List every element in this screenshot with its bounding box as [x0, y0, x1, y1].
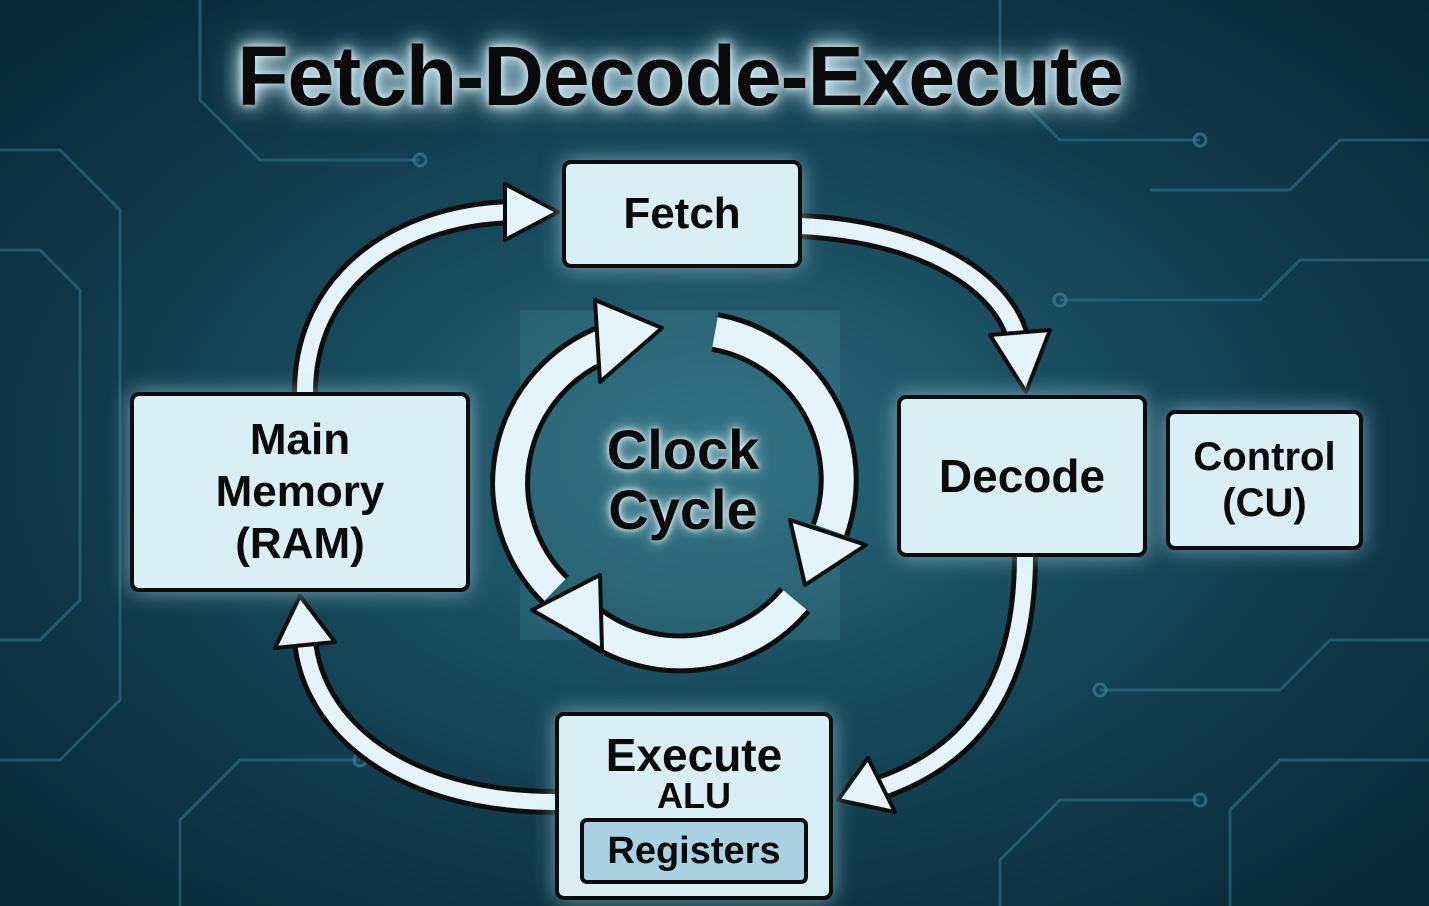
clock-arrowhead-bottom: [530, 573, 604, 652]
control-unit-box: Control (CU): [1166, 410, 1363, 550]
control-label-2: (CU): [1222, 481, 1307, 525]
decode-box: Decode: [897, 395, 1147, 557]
decode-label: Decode: [938, 450, 1106, 502]
clock-arrowhead-top: [593, 298, 664, 384]
clock-label-1: Clock: [606, 418, 760, 481]
memory-label-3: (RAM): [235, 519, 365, 568]
control-label-1: Control: [1193, 435, 1336, 479]
page-title: Fetch-Decode-Execute: [237, 29, 1124, 123]
fetch-label: Fetch: [623, 189, 741, 238]
registers-label: Registers: [607, 829, 781, 872]
arrowhead-to-execute: [836, 756, 897, 814]
alu-label: ALU: [657, 775, 731, 816]
main-memory-box: Main Memory (RAM): [130, 392, 470, 592]
execute-label: Execute: [605, 729, 783, 781]
clock-cycle-label: Clock Cycle: [583, 420, 783, 540]
arrowhead-to-fetch: [503, 182, 560, 242]
clock-label-2: Cycle: [608, 478, 758, 541]
arrowhead-to-memory: [273, 594, 337, 650]
arrowhead-to-decode: [988, 328, 1052, 394]
fetch-box: Fetch: [562, 160, 802, 268]
memory-label-1: Main: [249, 415, 351, 464]
execute-box: Execute ALU Registers: [555, 712, 833, 900]
registers-box: Registers: [580, 818, 808, 884]
clock-arrowhead-right: [788, 518, 868, 587]
memory-label-2: Memory: [215, 467, 385, 516]
